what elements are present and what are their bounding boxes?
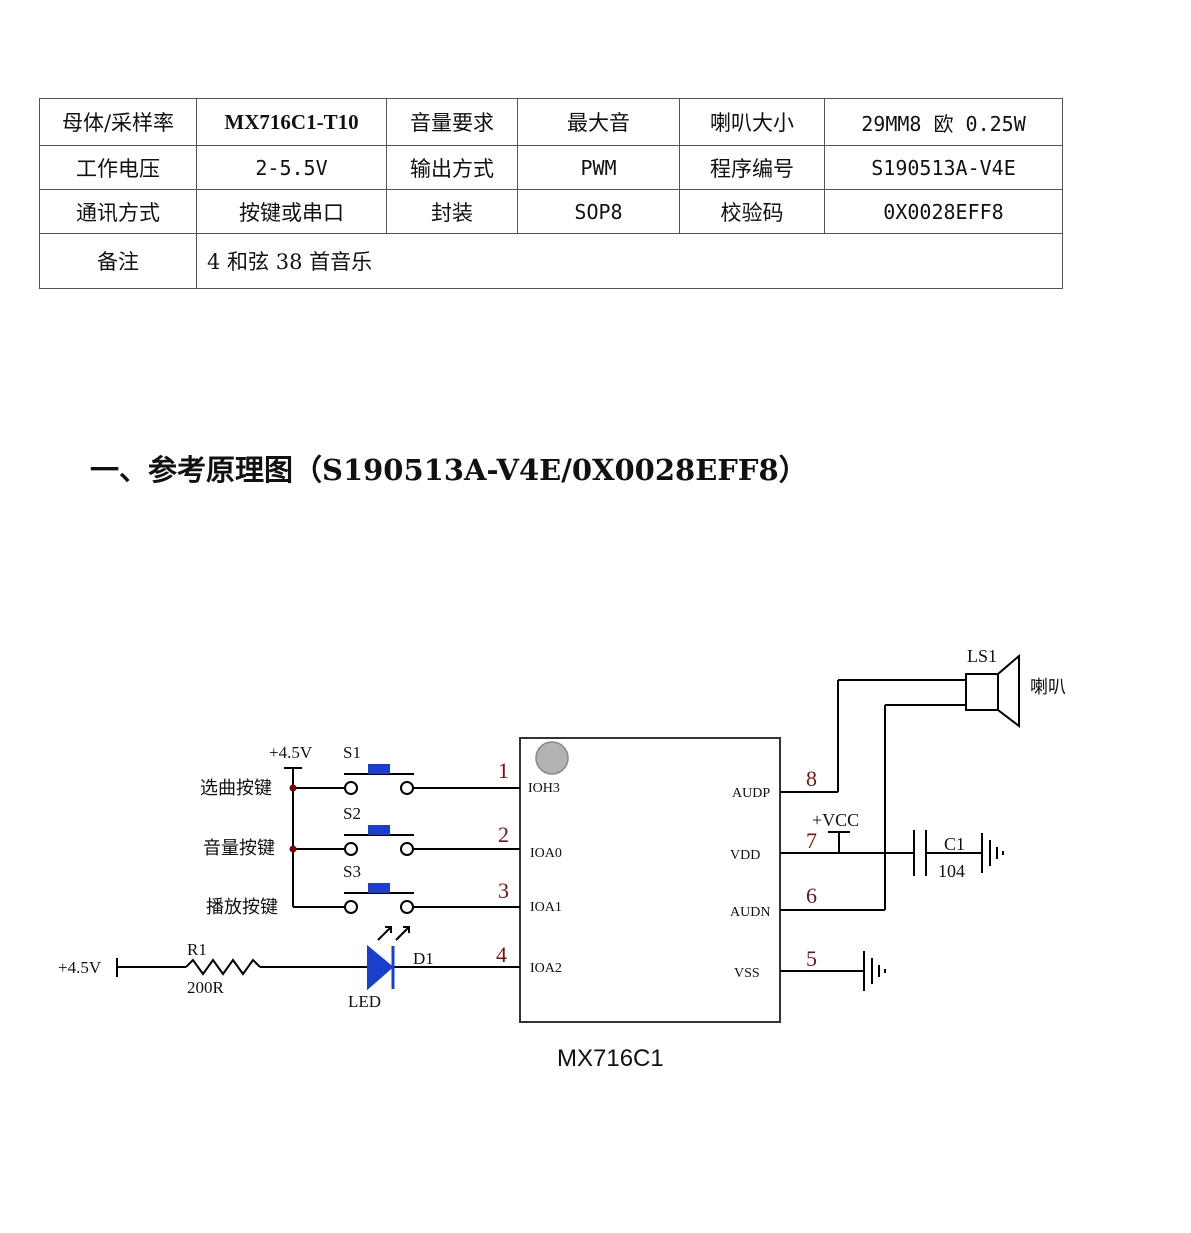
cell-value-remark: 4 和弦 38 首音乐 (196, 233, 1063, 289)
speaker-ref: LS1 (967, 646, 997, 666)
switch-supply-label: +4.5V (269, 743, 313, 762)
cell-value-speaker: 29MM8 欧 0.25W (824, 98, 1063, 146)
resistor-value: 200R (187, 978, 225, 997)
cell-label-voltage: 工作电压 (39, 145, 197, 190)
cell-value-comm: 按键或串口 (196, 189, 387, 234)
cell-value-program: S190513A-V4E (824, 145, 1063, 190)
switch-label-play: 播放按键 (206, 897, 278, 917)
pin-name: IOA0 (530, 846, 562, 861)
switch-ref-s3: S3 (343, 862, 361, 881)
cell-label-output: 输出方式 (386, 145, 518, 190)
pin-number: 5 (806, 946, 817, 971)
ground-icon (863, 951, 886, 991)
speaker-label: 喇叭 (1030, 677, 1066, 697)
resistor-ref: R1 (187, 940, 207, 959)
switch-label-select: 选曲按键 (200, 778, 272, 798)
spec-table: 母体/采样率 MX716C1-T10 音量要求 最大音 喇叭大小 29MM8 欧… (39, 98, 1063, 289)
cell-value-output: PWM (517, 145, 680, 190)
capacitor-icon (913, 830, 927, 876)
cell-value-volume: 最大音 (517, 98, 680, 146)
chip-body (519, 737, 781, 1023)
pin-name: VDD (730, 848, 760, 863)
switch-ref-s2: S2 (343, 804, 361, 823)
led-supply-label: +4.5V (58, 958, 102, 977)
led-label: LED (348, 992, 381, 1011)
led-ref: D1 (413, 949, 434, 968)
speaker-icon (965, 653, 1020, 729)
chip-name: MX716C1 (557, 1045, 664, 1072)
pin-number: 8 (806, 766, 817, 791)
table-row: 备注 4 和弦 38 首音乐 (39, 233, 1063, 289)
pin-name: AUDN (730, 905, 770, 920)
cell-label-checksum: 校验码 (679, 189, 825, 234)
pin-name: IOA1 (530, 900, 562, 915)
pin-number: 2 (498, 822, 509, 847)
cell-label-chip: 母体/采样率 (39, 98, 197, 146)
pin-number: 4 (496, 942, 507, 967)
capacitor-value: 104 (938, 861, 965, 881)
pin-number: 6 (806, 883, 817, 908)
switch-ref-s1: S1 (343, 743, 361, 762)
cell-label-package: 封装 (386, 189, 518, 234)
pin1-marker (535, 741, 569, 775)
pin-name: AUDP (732, 786, 770, 801)
pin-number: 7 (806, 828, 817, 853)
pin-number: 3 (498, 878, 509, 903)
ground-icon (981, 833, 1004, 873)
cell-label-comm: 通讯方式 (39, 189, 197, 234)
table-row: 通讯方式 按键或串口 封装 SOP8 校验码 0X0028EFF8 (39, 189, 1063, 234)
section-title: 一、参考原理图（S190513A-V4E/0X0028EFF8） (90, 453, 808, 487)
table-row: 工作电压 2-5.5V 输出方式 PWM 程序编号 S190513A-V4E (39, 145, 1063, 190)
resistor-icon (185, 958, 261, 976)
cell-value-voltage: 2-5.5V (196, 145, 387, 190)
cell-value-checksum: 0X0028EFF8 (824, 189, 1063, 234)
pin-name: IOA2 (530, 961, 562, 976)
capacitor-ref: C1 (944, 834, 965, 854)
schematic-diagram: 选曲按键 音量按键 播放按键 +4.5V S1 S2 S3 +4.5V R1 2… (58, 646, 1066, 1072)
cell-value-package: SOP8 (517, 189, 680, 234)
table-row: 母体/采样率 MX716C1-T10 音量要求 最大音 喇叭大小 29MM8 欧… (39, 98, 1063, 146)
pin-name: VSS (734, 966, 760, 981)
switch-label-volume: 音量按键 (203, 838, 275, 858)
led-diode-icon (367, 926, 410, 991)
cell-value-chip: MX716C1-T10 (196, 98, 387, 146)
cell-label-program: 程序编号 (679, 145, 825, 190)
pin-name: IOH3 (528, 781, 560, 796)
cell-label-speaker: 喇叭大小 (679, 98, 825, 146)
vcc-label: +VCC (812, 810, 859, 830)
cell-label-volume: 音量要求 (386, 98, 518, 146)
cell-label-remark: 备注 (39, 233, 197, 289)
pin-number: 1 (498, 758, 509, 783)
